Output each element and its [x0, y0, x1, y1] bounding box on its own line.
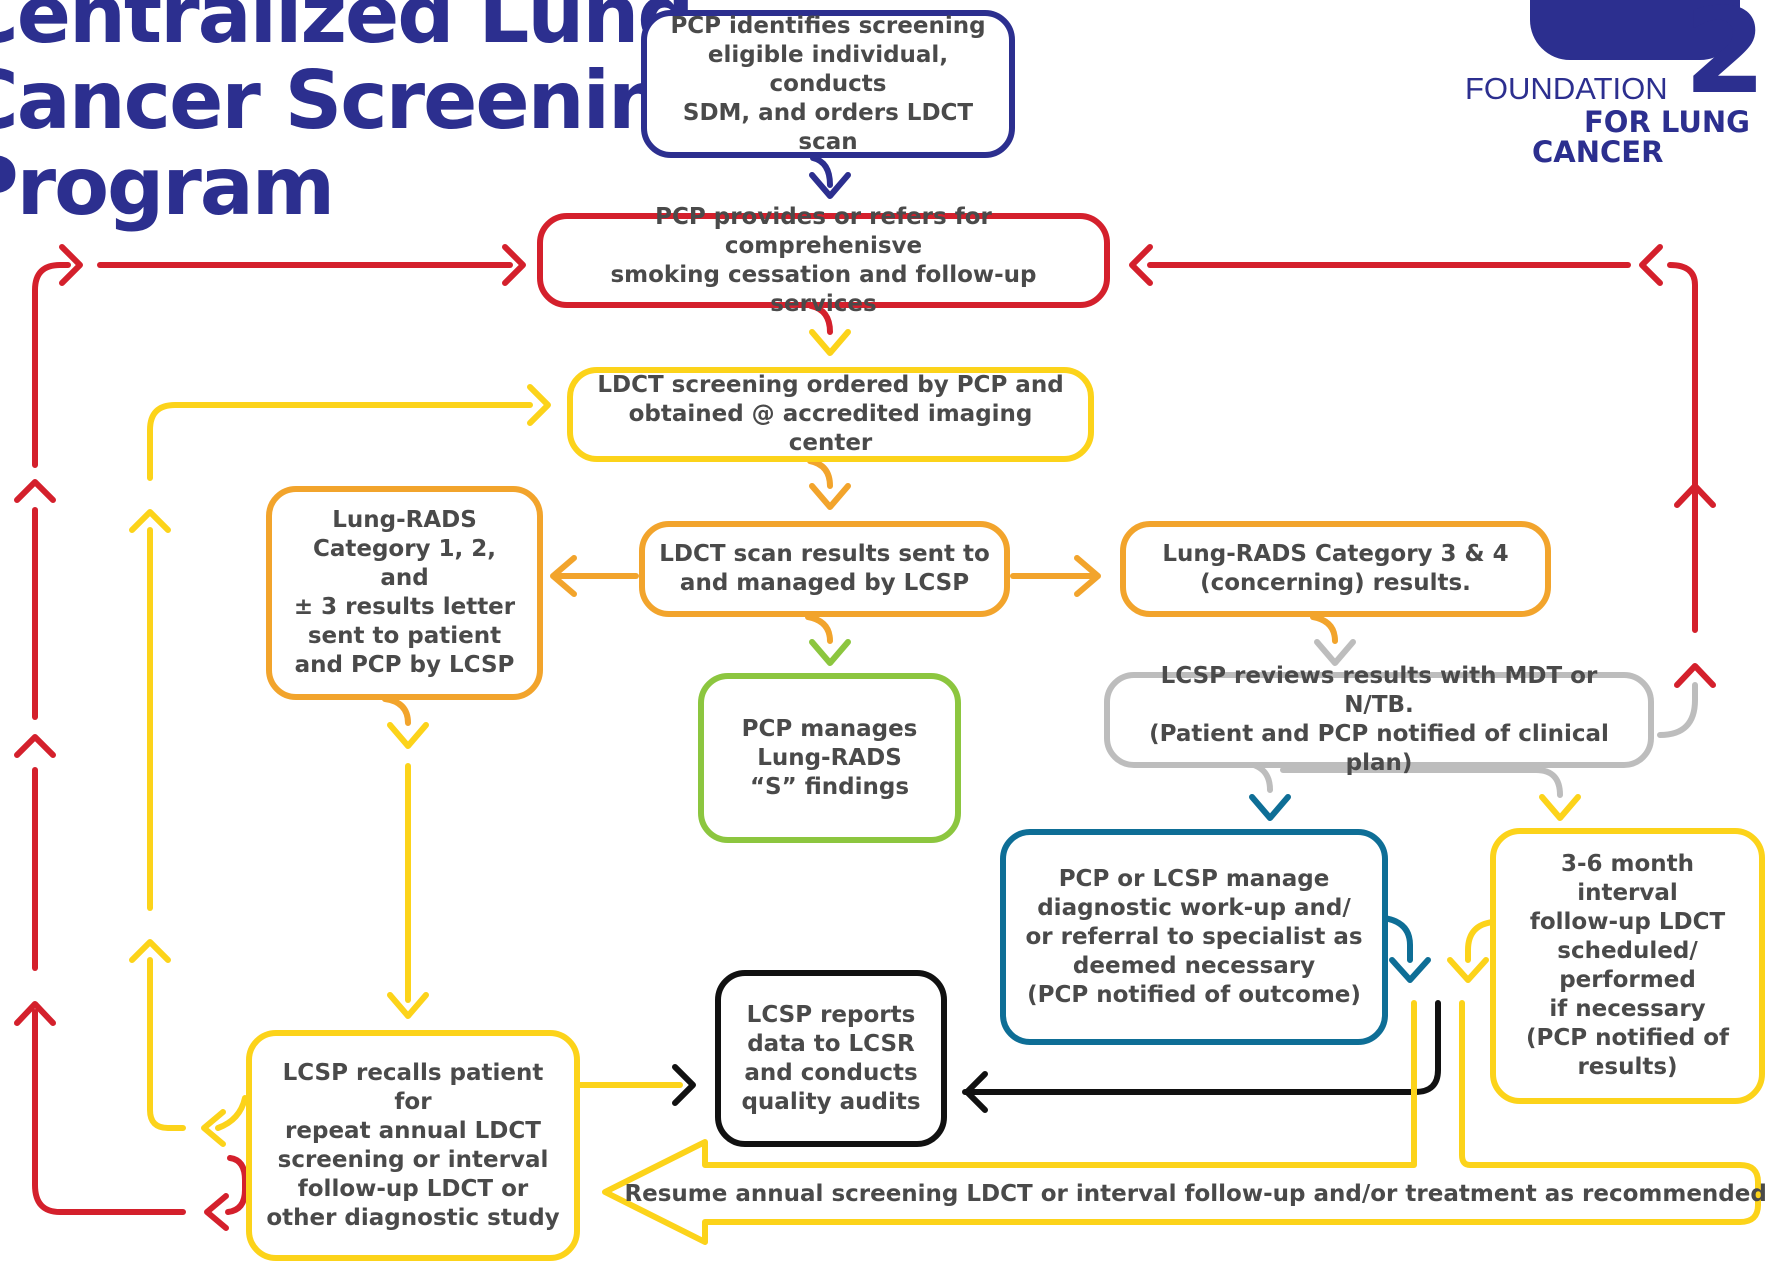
connector-results-to-sfindings: [805, 614, 851, 666]
node-recalls-patient: LCSP recalls patient for repeat annual L…: [246, 1030, 580, 1261]
connector-results-to-category12: [550, 555, 639, 597]
connector-identify-to-cessation: [809, 155, 851, 199]
logo-for-lung-text: FOR LUNG: [1584, 105, 1750, 139]
connector-resume-to-recall: [602, 1000, 1761, 1245]
connector-recall-to-reports: [577, 1064, 696, 1106]
connector-category12-to-recall: [382, 696, 429, 1019]
connector-left-loop-to-ordered: [129, 384, 551, 1147]
node-reports-data: LCSP reports data to LCSR and conducts q…: [715, 970, 947, 1147]
connector-left-loop-to-cessation: [14, 244, 526, 1231]
logo-go-mark: [1530, 0, 1740, 60]
title-line-3: Program: [0, 140, 335, 233]
logo-two-mark: 2: [1684, 0, 1767, 120]
logo-foundation-text: FOUNDATION: [1465, 71, 1668, 106]
connector-review-to-escalation: [1657, 663, 1716, 738]
logo-cancer-text: CANCER: [1532, 135, 1664, 169]
node-diagnostic-workup: PCP or LCSP manage diagnostic work-up an…: [1000, 829, 1388, 1045]
node-interval-followup: 3-6 month interval follow-up LDCT schedu…: [1490, 828, 1765, 1104]
go2-foundation-logo: 2 FOUNDATION FOR LUNG CANCER: [1450, 0, 1769, 175]
connector-review-to-interval: [1280, 767, 1581, 821]
connector-interval-to-diagnostic: [1447, 919, 1496, 983]
connector-right-loop-to-cessation: [1129, 244, 1716, 633]
connector-cessation-arrowhead: [809, 329, 851, 356]
node-results-sent: LDCT scan results sent to and managed by…: [639, 521, 1010, 617]
node-ldct-ordered: LDCT screening ordered by PCP and obtain…: [567, 367, 1094, 462]
node-smoking-cessation: PCP provides or refers for comprehenisve…: [537, 204, 1110, 317]
connector-results-to-category34: [1010, 555, 1101, 597]
node-pcp-identifies: PCP identifies screening eligible indivi…: [641, 10, 1015, 158]
connector-category34-to-review: [1310, 614, 1356, 666]
node-resume-screening: Resume annual screening LDCT or interval…: [624, 1176, 1769, 1212]
node-mdt-review: LCSP reviews results with MDT or N/TB. (…: [1104, 663, 1654, 776]
node-s-findings: PCP manages Lung-RADS “S” findings: [698, 673, 961, 843]
page-title: Centralized Lung Cancer Screening Progra…: [0, 0, 720, 233]
title-line-1: Centralized Lung: [0, 0, 695, 61]
resume-screening-label: Resume annual screening LDCT or interval…: [624, 1181, 1769, 1207]
node-category-1-2-results: Lung-RADS Category 1, 2, and ± 3 results…: [266, 486, 543, 700]
node-category-3-4-results: Lung-RADS Category 3 & 4 (concerning) re…: [1120, 521, 1551, 617]
title-line-2: Cancer Screening: [0, 54, 720, 147]
connector-ordered-to-results: [807, 458, 851, 510]
